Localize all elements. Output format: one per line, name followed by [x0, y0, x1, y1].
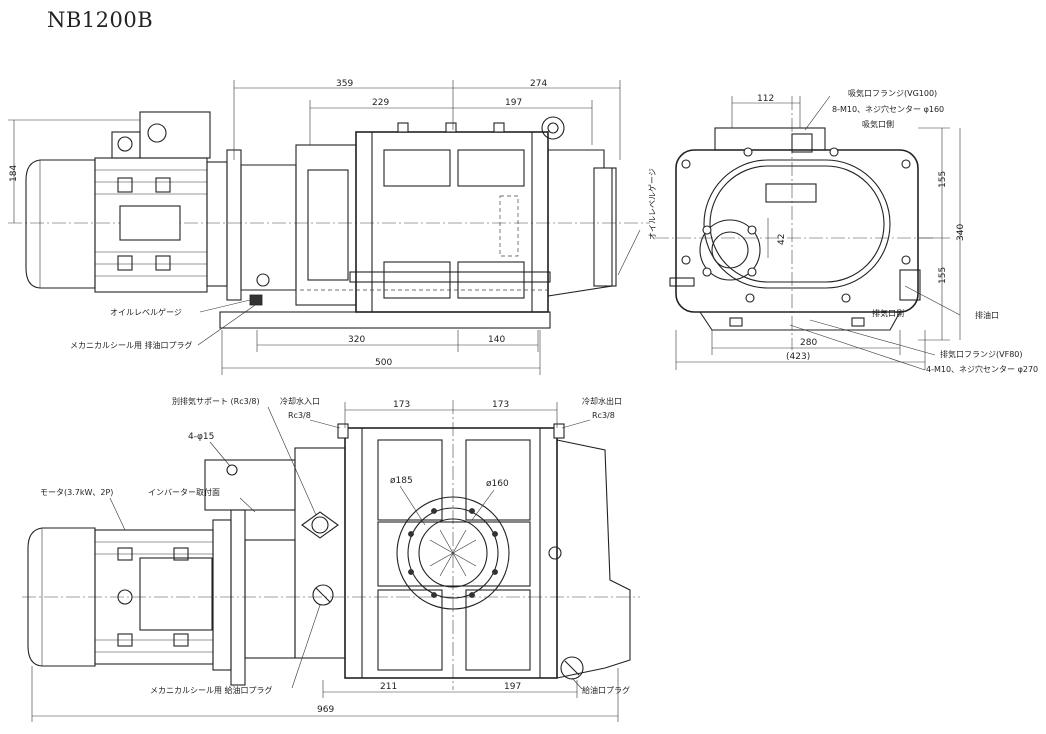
dim-197-bottom: 197 [504, 682, 521, 692]
label-exhaust-flange: 排気口フランジ(VF80) [940, 349, 1023, 359]
dim-173-left: 173 [393, 400, 410, 410]
label-intake-bolts: 8-M10、ネジ穴センター φ160 [832, 104, 944, 114]
front-view [8, 111, 650, 329]
dim-280: 280 [800, 338, 817, 348]
front-dimensions: 359 274 229 197 184 320 140 500 [8, 79, 621, 375]
label-extra-exhaust: 別排気サポート (Rc3/8) [172, 396, 260, 406]
side-view [655, 96, 935, 350]
label-inverter-mount: インバーター取付面 [148, 487, 220, 497]
dim-155-bottom: 155 [938, 267, 948, 284]
dim-112: 112 [757, 94, 774, 104]
dim-phi-160: ø160 [486, 479, 509, 489]
dim-500: 500 [375, 358, 392, 368]
dim-211: 211 [380, 682, 397, 692]
label-oil-fill-plug: 給油口プラグ [582, 685, 630, 695]
label-oil-level-gauge: オイルレベルゲージ [110, 307, 182, 317]
top-dimensions: 173 173 211 197 969 ø185 ø160 [31, 400, 619, 722]
dim-173-right: 173 [492, 400, 509, 410]
label-intake-flange: 吸気口フランジ(VG100) [848, 88, 937, 98]
label-cool-in-rc: Rc3/8 [288, 411, 311, 420]
label-mech-seal-fill: メカニカルシール用 給油口プラグ [150, 685, 273, 695]
label-exhaust-bolts: 4-M10、ネジ穴センター φ270 [926, 364, 1038, 374]
top-view [22, 400, 640, 690]
motor-fins [95, 169, 207, 277]
dim-42: 42 [777, 234, 787, 245]
dim-140: 140 [488, 335, 505, 345]
top-labels: 別排気サポート (Rc3/8) 冷却水入口 Rc3/8 冷却水出口 Rc3/8 … [40, 396, 630, 695]
label-intake-side: 吸気口側 [862, 119, 894, 129]
label-drain-port: 排油口 [975, 310, 999, 320]
label-cool-out: 冷却水出口 [582, 396, 622, 406]
label-oil-level-gauge-vertical: オイルレベルゲージ [647, 168, 657, 240]
dim-197-top: 197 [505, 98, 522, 108]
label-mech-seal-drain: メカニカルシール用 排油口プラグ [70, 340, 193, 350]
dim-274: 274 [530, 79, 547, 89]
dim-155-top: 155 [938, 171, 948, 188]
dim-340: 340 [956, 224, 966, 241]
dim-359: 359 [336, 79, 353, 89]
dim-423: (423) [786, 352, 810, 362]
side-labels: 吸気口フランジ(VG100) 8-M10、ネジ穴センター φ160 吸気口側 排… [789, 88, 1038, 374]
label-cool-in: 冷却水入口 [280, 396, 320, 406]
dim-229: 229 [372, 98, 389, 108]
front-labels: オイルレベルゲージ メカニカルシール用 排油口プラグ オイルレベルゲージ [70, 168, 657, 350]
label-holes: 4-φ15 [188, 432, 214, 442]
dim-184: 184 [9, 165, 19, 182]
dim-969: 969 [317, 705, 334, 715]
dim-320: 320 [348, 335, 365, 345]
drawing-title: NB1200B [47, 8, 154, 32]
dim-phi-185: ø185 [390, 476, 413, 486]
label-cool-out-rc: Rc3/8 [592, 411, 615, 420]
label-motor: モータ(3.7kW、2P) [40, 488, 113, 497]
side-dimensions: 112 155 155 340 42 280 (423) [675, 94, 966, 370]
label-exhaust-side: 排気口側 [872, 308, 904, 318]
